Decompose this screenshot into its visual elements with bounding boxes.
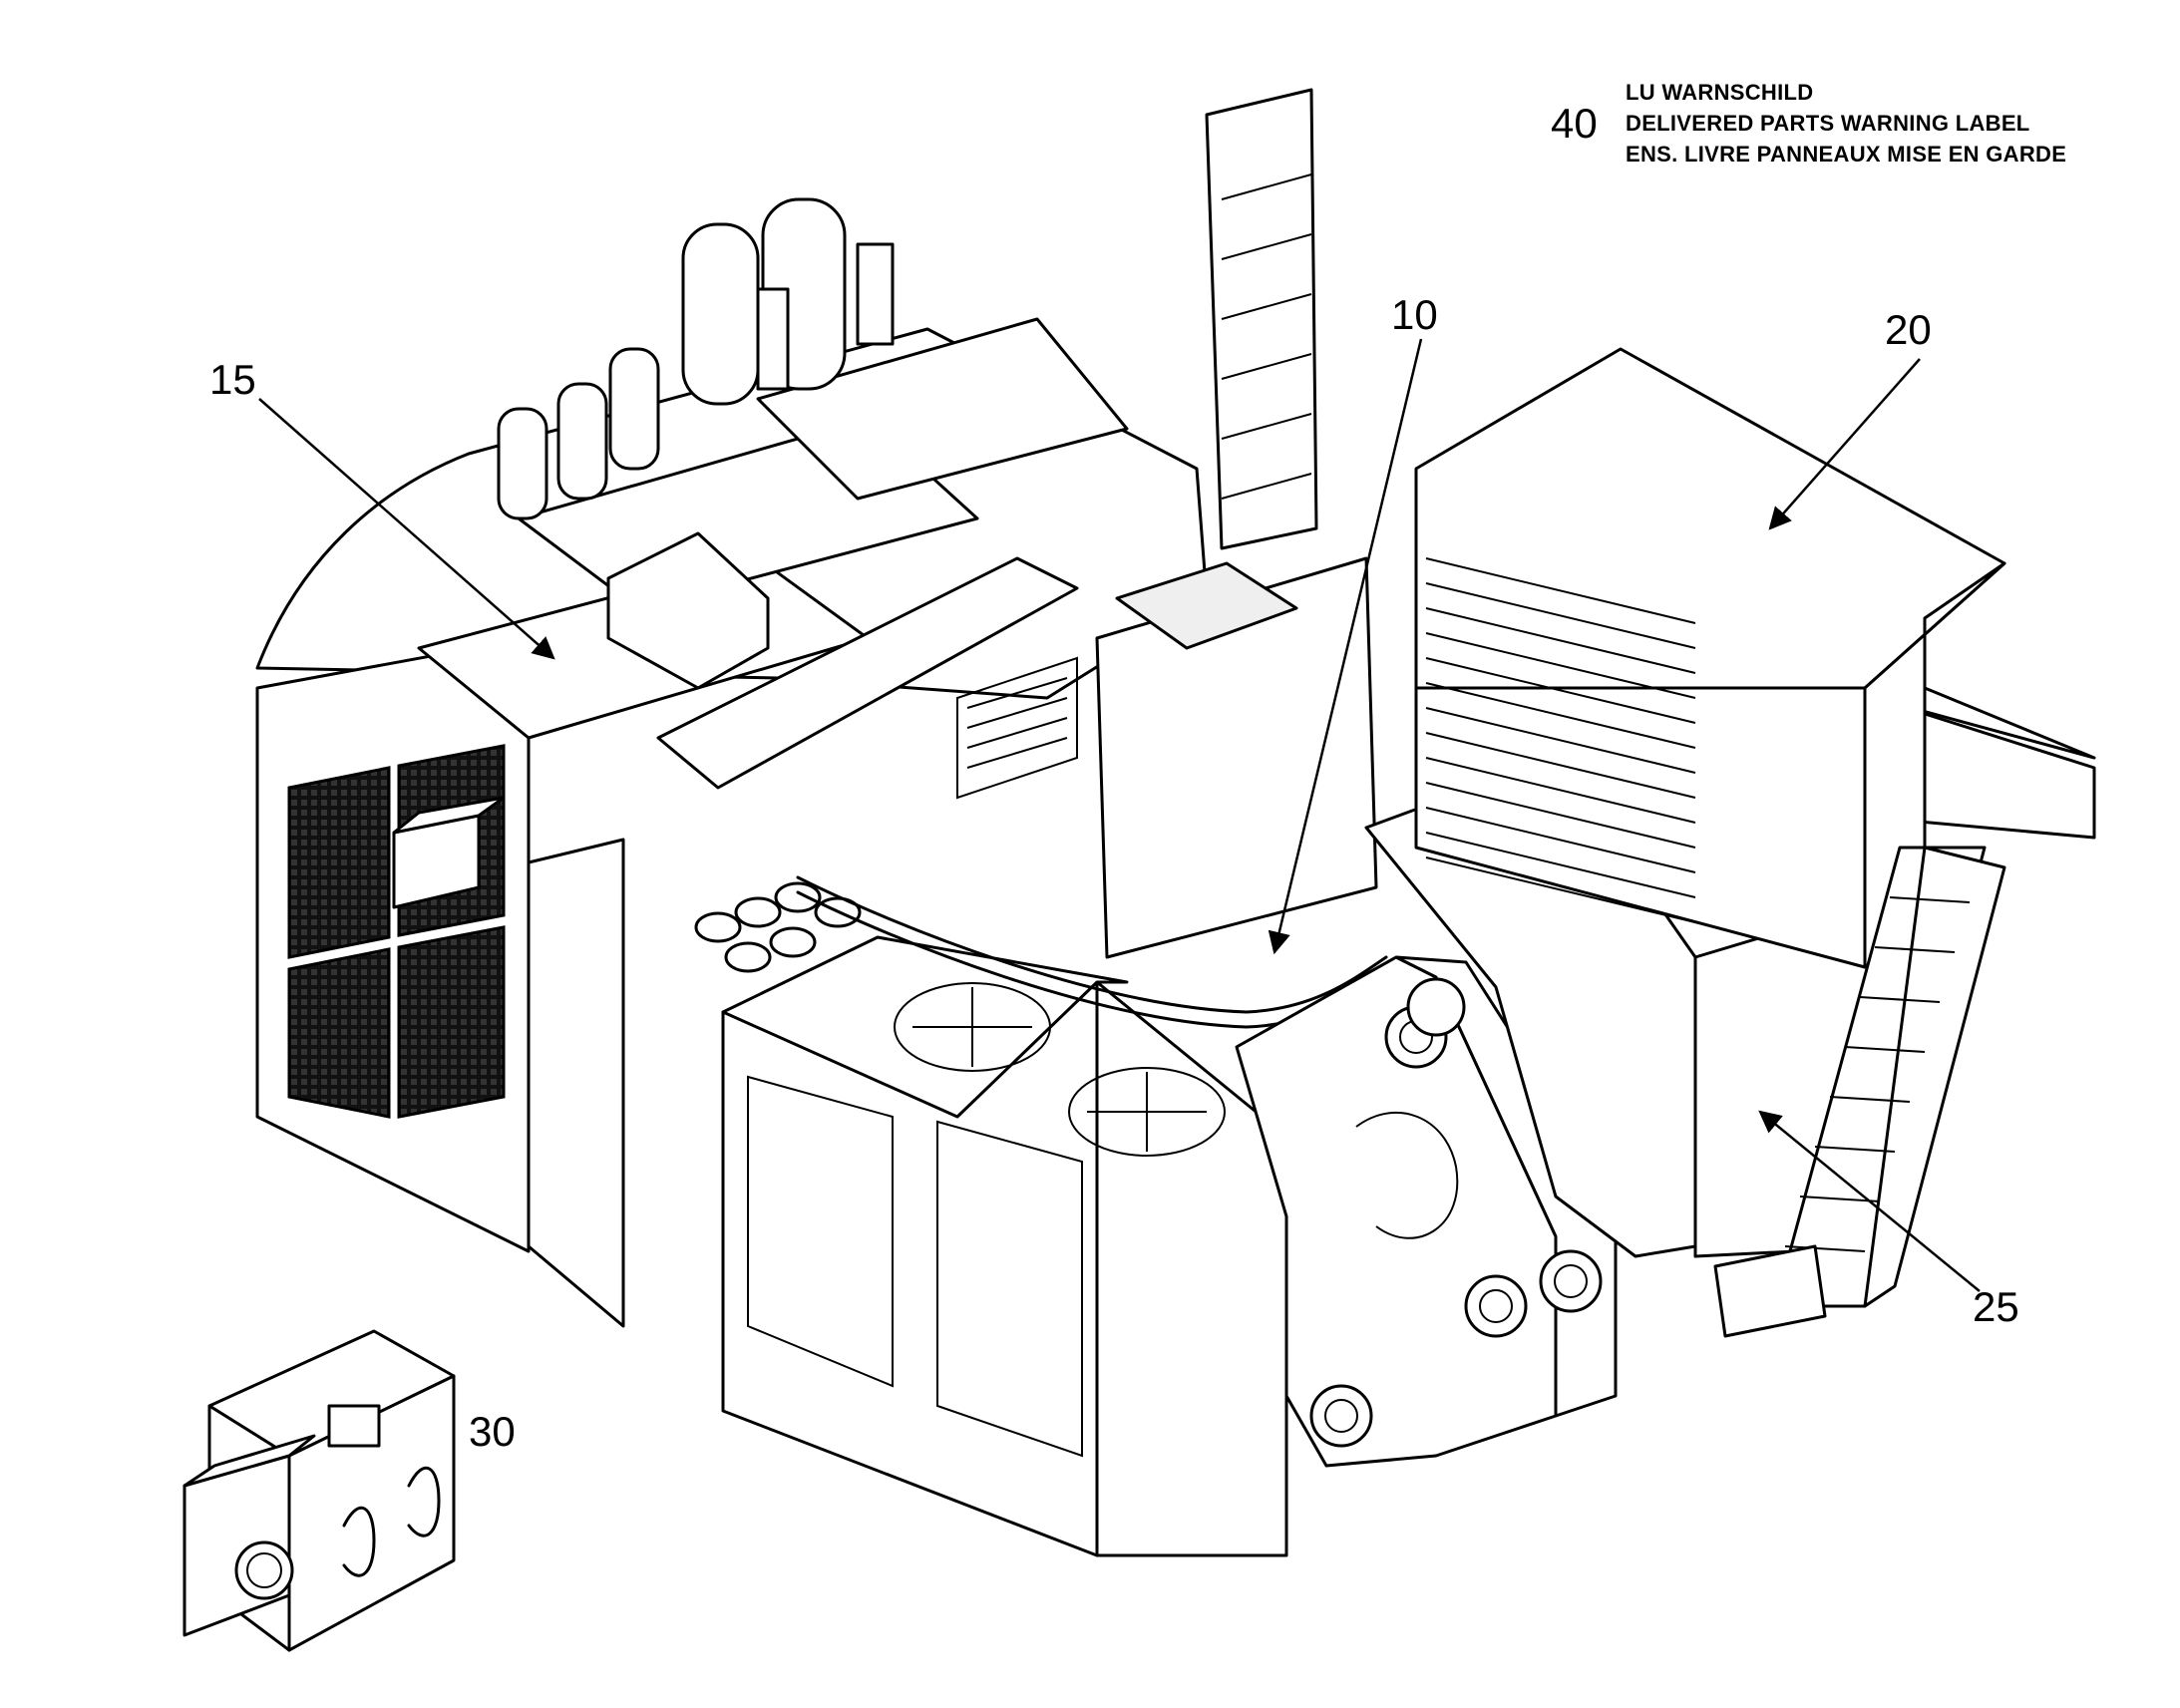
callout-15: 15 (209, 356, 256, 403)
electrical-box-unit (182, 1329, 456, 1652)
boom-linkage (1235, 955, 1618, 1468)
callout-25: 25 (1973, 1283, 2019, 1330)
note-line-english: DELIVERED PARTS WARNING LABEL (1626, 111, 2030, 136)
stairway (1713, 846, 2006, 1338)
vertical-ladder (1205, 88, 1318, 550)
note-line-french: ENS. LIVRE PANNEAUX MISE EN GARDE (1626, 142, 2066, 167)
tank-cylinders (497, 197, 895, 520)
leader-lines (258, 338, 1981, 1292)
cab-housing (1414, 347, 2006, 969)
callout-10: 10 (1391, 291, 1438, 338)
leader-25 (1758, 1110, 1981, 1292)
leader-15 (258, 398, 555, 660)
note-line-german: LU WARNSCHILD (1626, 80, 1813, 105)
louvre-vents (1425, 557, 1696, 923)
leader-20 (1768, 358, 1921, 530)
callout-20: 20 (1885, 306, 1932, 353)
callout-30: 30 (469, 1408, 516, 1455)
warning-label-note: 40 LU WARNSCHILD DELIVERED PARTS WARNING… (1551, 80, 2066, 167)
note-item-number: 40 (1551, 100, 1598, 147)
machine-housing (255, 88, 1396, 1557)
leader-10 (1268, 338, 1423, 955)
filter-cap-cluster (694, 881, 862, 973)
